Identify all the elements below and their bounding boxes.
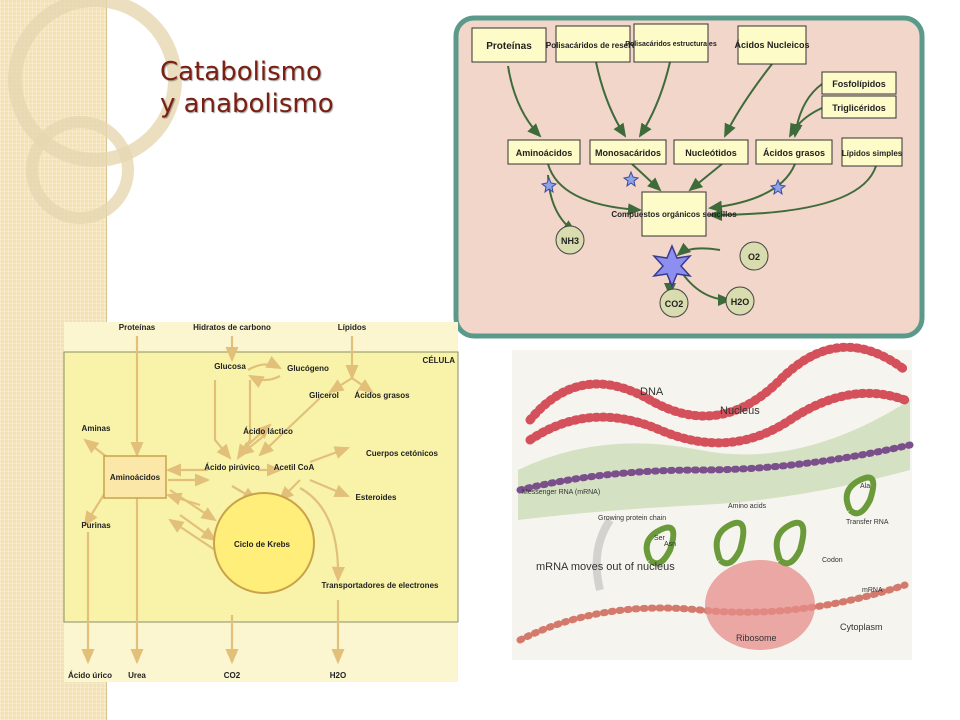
node-ciclo-krebs: Ciclo de Krebs	[234, 540, 291, 549]
node-aminas: Aminas	[82, 424, 111, 433]
label-nh3: NH3	[561, 236, 579, 246]
trna-2	[713, 519, 747, 567]
label-trigliceridos: Triglicéridos	[832, 103, 886, 113]
ps-label-transfer-rna: Transfer RNA	[846, 519, 889, 526]
node-glucogeno: Glucógeno	[287, 364, 329, 373]
node-purinas: Purinas	[81, 521, 111, 530]
box-proteinas	[471, 27, 547, 63]
box-monosacaridos	[589, 139, 667, 165]
box-nucleotidos	[673, 139, 749, 165]
enzyme-star-2	[622, 170, 640, 188]
node-transportadores: Transportadores de electrones	[322, 581, 439, 590]
ps-label-mrna-moves: mRNA moves out of nucleus	[536, 561, 675, 573]
node-esteroides: Esteroides	[356, 493, 397, 502]
label-monosacaridos: Monosacáridos	[595, 148, 661, 158]
cell-label-h2o: H2O	[330, 671, 346, 680]
krebs-cycle-circle	[213, 492, 315, 594]
box-acidos-grasos	[755, 139, 833, 165]
box-aminoacidos	[507, 139, 581, 165]
diagram-panel	[453, 15, 925, 339]
ps-label-ribosome: Ribosome	[736, 633, 777, 643]
cell-label-hidratos: Hidratos de carbono	[193, 323, 271, 332]
label-h2o: H2O	[731, 297, 750, 307]
label-acidos-grasos: Ácidos grasos	[763, 148, 825, 158]
node-acido-lactico: Ácido láctico	[243, 427, 293, 436]
ps-label-growing-chain: Growing protein chain	[598, 515, 666, 522]
label-aminoacidos: Aminoácidos	[516, 148, 573, 158]
label-o2: O2	[748, 252, 760, 262]
box-trigliceridos	[821, 95, 897, 119]
cell-label-urea: Urea	[128, 671, 146, 680]
label-lipidos-simples: Lípidos simples	[842, 149, 903, 158]
circle-nh3	[555, 225, 585, 255]
circle-o2	[739, 241, 769, 271]
node-glucosa: Glucosa	[214, 362, 246, 371]
box-acidos-nucleicos	[737, 25, 807, 65]
label-acidos-nucleicos: Ácidos Nucleicos	[734, 40, 809, 50]
title-line-1: Catabolismo	[160, 57, 322, 87]
enzyme-star-large	[652, 244, 692, 288]
cell-label-lipidos: Lípidos	[338, 323, 367, 332]
box-polisacaridos-estructurales	[633, 23, 709, 63]
node-acidos-grasos: Ácidos grasos	[354, 391, 410, 400]
mrna-strand-nucleus	[516, 441, 914, 494]
ps-label-ala-1: Ala	[860, 483, 870, 490]
ps-label-cytoplasm: Cytoplasm	[840, 622, 883, 632]
cell-label-celula: CÉLULA	[423, 356, 456, 365]
circle-co2	[659, 288, 689, 318]
dna-strand-2	[525, 388, 910, 448]
label-polisacaridos-reserva: Polisacáridos de reserva	[546, 41, 641, 50]
ps-label-codon: Codon	[822, 557, 843, 564]
node-cuerpos-cetonicos: Cuerpos cetónicos	[366, 449, 439, 458]
ps-label-nucleus: Nucleus	[720, 405, 760, 417]
node-aminoacidos: Aminoácidos	[110, 473, 161, 482]
label-co2: CO2	[665, 299, 684, 309]
label-fosfolipidos: Fosfolípidos	[832, 79, 886, 89]
box-aminoacidos-cell	[103, 455, 167, 499]
ribosome	[705, 560, 815, 650]
mrna-export-arrow	[592, 517, 614, 591]
circle-h2o	[725, 286, 755, 316]
enzyme-star-1	[540, 176, 558, 194]
node-acido-piruvico: Ácido pirúvico	[204, 463, 260, 472]
trna-3	[773, 519, 807, 567]
label-proteinas: Proteínas	[486, 41, 532, 52]
nucleus-membrane	[518, 400, 910, 520]
label-compuestos-organicos: Compuestos orgánicos sencillos	[611, 210, 737, 219]
node-acetil-coa: Acetil CoA	[274, 463, 315, 472]
ps-label-messenger-rna: Messenger RNA (mRNA)	[522, 489, 600, 496]
ps-label-dna: DNA	[640, 386, 664, 398]
label-nucleotidos: Nucleótidos	[685, 148, 737, 158]
box-polisacaridos-reserva	[555, 25, 631, 63]
node-glicerol: Glicerol	[309, 391, 339, 400]
label-polisacaridos-estructurales: Polisacáridos estructurales	[625, 41, 717, 48]
ps-label-ser: Ser	[654, 535, 666, 542]
title-line-2: y anabolismo	[160, 89, 334, 119]
box-fosfolipidos	[821, 71, 897, 95]
ps-label-asn: Asn	[664, 541, 676, 548]
cell-label-co2: CO2	[224, 671, 241, 680]
box-lipidos-simples	[841, 137, 903, 167]
ps-label-mrna: mRNA	[862, 587, 883, 594]
cell-label-proteinas: Proteínas	[119, 323, 156, 332]
enzyme-star-3	[769, 178, 787, 196]
cell-label-acido-urico: Ácido úrico	[68, 671, 112, 680]
trna-4	[843, 474, 877, 517]
ps-label-amino-acids: Amino acids	[728, 503, 767, 510]
slide-title: Catabolismo y anabolismo	[160, 56, 334, 120]
mrna-strand-cytoplasm	[516, 581, 909, 644]
dna-strand-1	[525, 342, 910, 425]
trna-1	[643, 524, 677, 567]
box-compuestos-organicos	[641, 191, 707, 237]
